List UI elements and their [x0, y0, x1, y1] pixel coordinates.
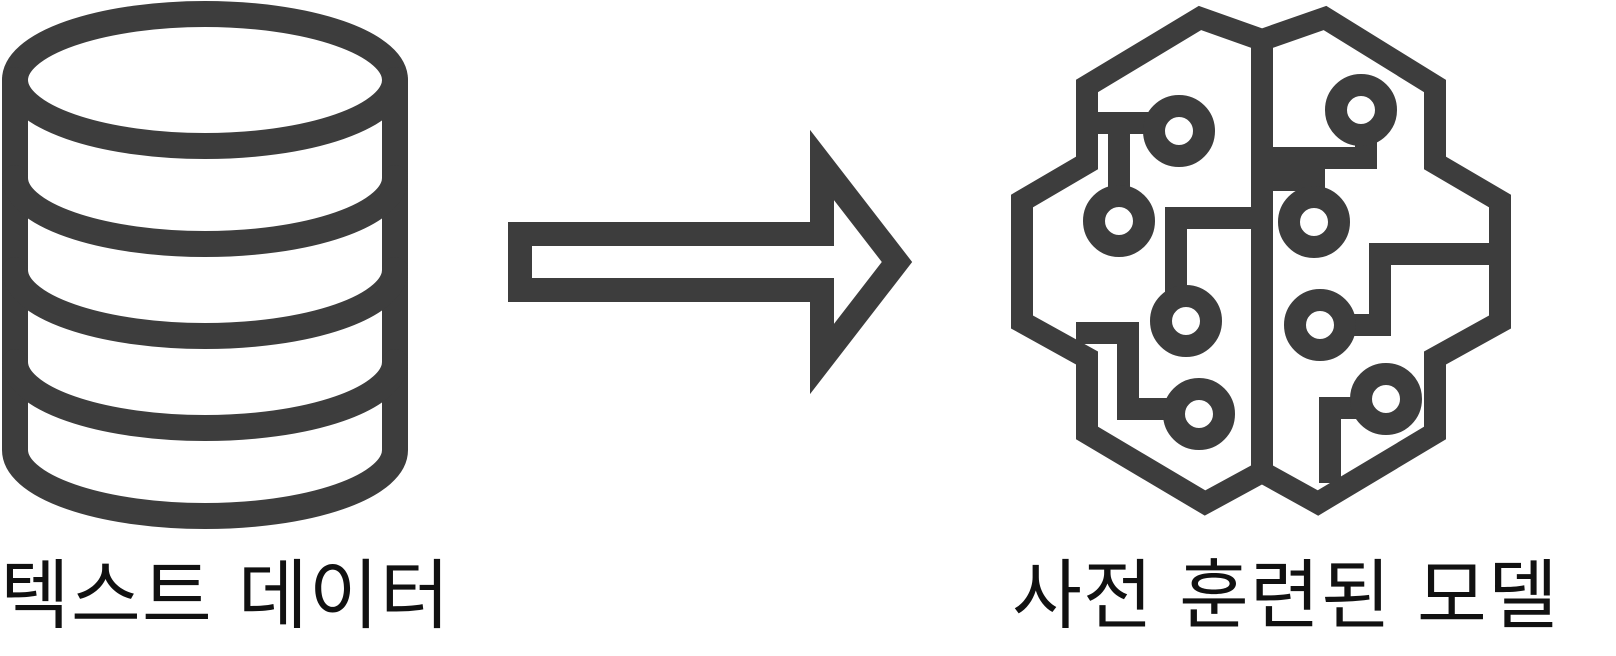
circuit-node — [1143, 95, 1215, 167]
database-band — [2, 165, 408, 257]
brain-circuit-icon — [1011, 5, 1511, 516]
pretrained-model-label: 사전 훈련된 모델 — [1012, 551, 1559, 640]
circuit-node — [1083, 185, 1155, 257]
circuit-trace — [1165, 207, 1261, 301]
circuit-node — [1150, 285, 1222, 357]
text-data-label: 텍스트 데이터 — [0, 551, 451, 640]
circuit-trace — [1319, 397, 1367, 483]
database-body — [2, 67, 408, 529]
circuit-node — [1325, 74, 1397, 146]
circuit-trace — [1076, 322, 1181, 420]
database-top — [2, 1, 408, 159]
circuit-node — [1163, 378, 1235, 450]
arrow-right-icon — [508, 129, 913, 395]
database-icon — [2, 1, 408, 529]
circuit-node — [1284, 289, 1356, 361]
circuit-node — [1350, 363, 1422, 435]
circuit-node — [1278, 186, 1350, 258]
database-band — [2, 257, 408, 349]
circuit-trace — [1341, 243, 1511, 336]
database-band — [2, 349, 408, 441]
